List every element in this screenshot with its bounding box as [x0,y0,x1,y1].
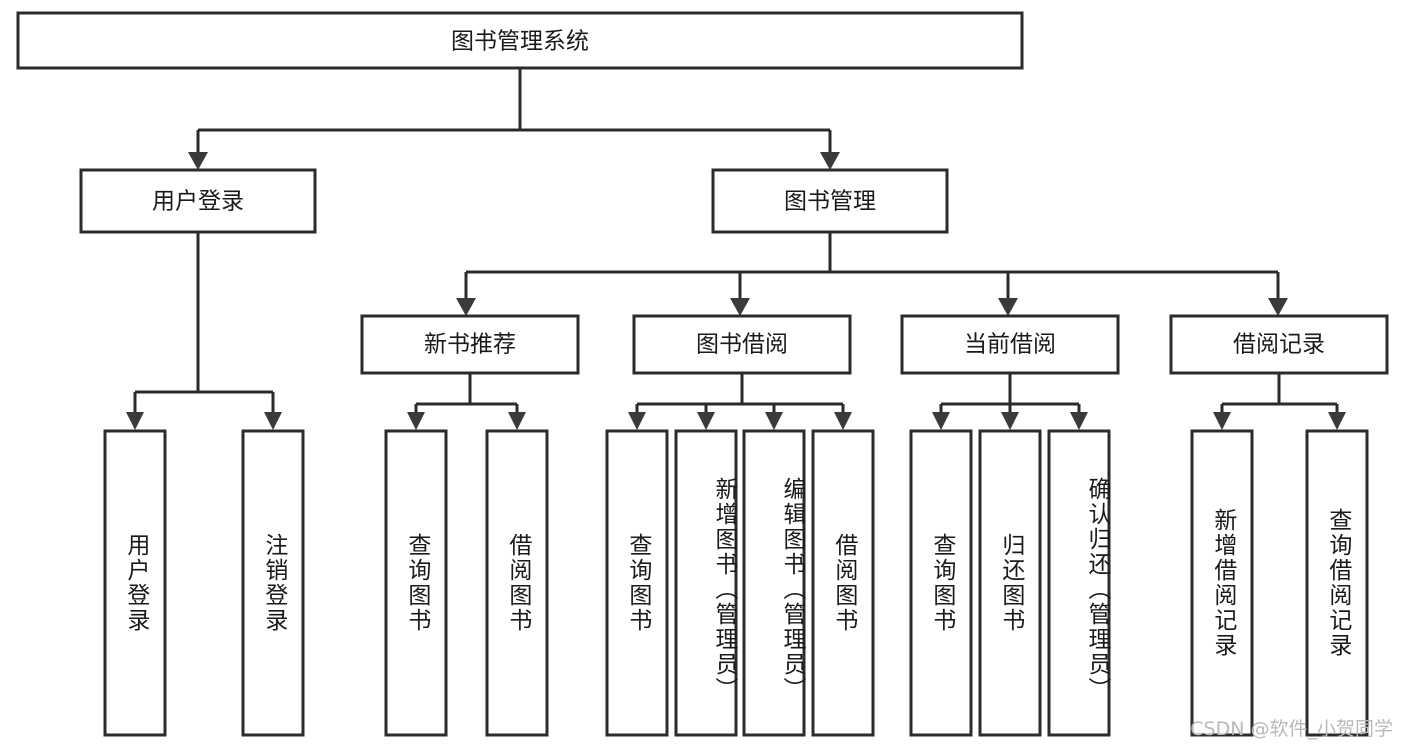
arrow-bb-l4 [834,412,852,430]
leaf-logout-box[interactable] [241,429,305,737]
arrow-bb-l1 [628,412,646,430]
arrow-bm-c2 [730,298,750,316]
node-root-box[interactable] [16,11,1024,70]
leaf-query-record-box[interactable] [1305,429,1369,737]
leaf-edit-book-box[interactable] [742,429,806,737]
node-book-manage-box[interactable] [711,168,949,234]
arrow-bm-c4 [1268,298,1288,316]
node-book-manage[interactable]: 图书管理 [711,168,949,234]
connector-group-new-book-rec [407,373,526,430]
node-new-book-rec-label: 新书推荐 [424,332,516,358]
node-book-manage-label: 图书管理 [784,189,876,215]
arrow-nbr-l1 [407,412,425,430]
connector-group-user-login [126,232,282,430]
node-root-label: 图书管理系统 [451,29,589,55]
node-borrow-record-box[interactable] [1169,314,1389,375]
arrow-user-login-l1 [126,412,144,430]
node-user-login-box[interactable] [79,168,317,234]
node-user-login[interactable]: 用户登录 [79,168,317,234]
leaf-borrow-book-box[interactable] [811,429,875,737]
connector-group-current-borrow [932,373,1088,430]
node-new-book-rec[interactable]: 新书推荐 [360,314,580,375]
arrow-cb-l1 [932,412,950,430]
leaf-add-record-box[interactable] [1190,429,1254,737]
node-borrow-record-label: 借阅记录 [1233,332,1325,358]
arrow-cb-l3 [1070,412,1088,430]
leaf-query-book-borrow-box[interactable] [605,429,669,737]
arrow-root-to-user-login [188,152,208,170]
connector-group-root [188,68,840,170]
arrow-bb-l2 [697,412,715,430]
leaf-query-book-rec-box[interactable] [384,429,448,737]
node-current-borrow-label: 当前借阅 [964,332,1056,358]
arrow-user-login-l2 [264,412,282,430]
node-current-borrow[interactable]: 当前借阅 [900,314,1120,375]
leaf-add-book-box[interactable] [674,429,738,737]
arrow-br-l1 [1213,412,1231,430]
arrow-root-to-book-manage [820,152,840,170]
connector-group-borrow-record [1213,373,1346,430]
connector-group-book-manage [456,232,1288,316]
arrow-bb-l3 [765,412,783,430]
arrow-bm-c3 [998,298,1018,316]
arrow-bm-c1 [456,298,476,316]
node-book-borrow-box[interactable] [632,314,852,375]
node-book-borrow[interactable]: 图书借阅 [632,314,852,375]
leaf-boxes [103,429,1369,737]
leaf-user-login-box[interactable] [103,429,167,737]
arrow-cb-l2 [1001,412,1019,430]
connector-group-book-borrow [628,373,852,430]
leaf-confirm-return-box[interactable] [1047,429,1111,737]
leaf-borrow-book-rec-box[interactable] [485,429,549,737]
leaf-query-book-current-box[interactable] [909,429,973,737]
arrow-br-l2 [1328,412,1346,430]
arrow-nbr-l2 [508,412,526,430]
leaf-return-book-box[interactable] [978,429,1042,737]
node-new-book-rec-box[interactable] [360,314,580,375]
node-current-borrow-box[interactable] [900,314,1120,375]
node-book-borrow-label: 图书借阅 [696,332,788,358]
node-root[interactable]: 图书管理系统 [16,11,1024,70]
node-user-login-label: 用户登录 [152,189,244,215]
csdn-watermark: CSDN @软件_小贺同学 [1190,718,1393,740]
node-borrow-record[interactable]: 借阅记录 [1169,314,1389,375]
